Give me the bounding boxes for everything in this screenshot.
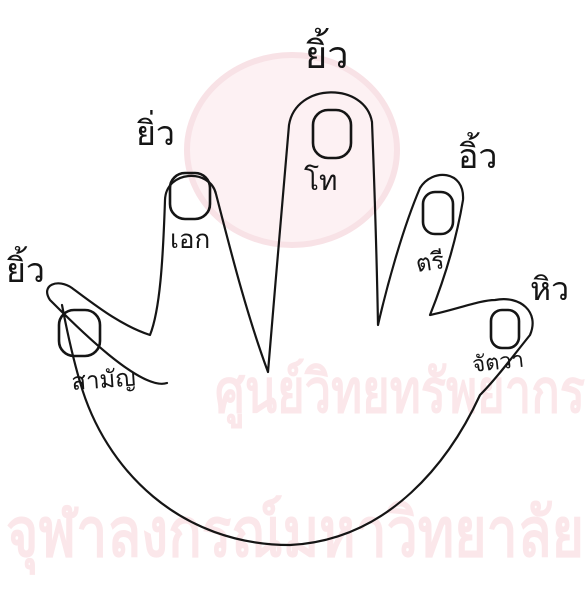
middle-tone-name: โท [304, 164, 338, 197]
middle-tone-label: ยิ้ว [305, 27, 349, 77]
index-tone-label: ยิ่ว [136, 110, 175, 154]
watermark-line-1: ศูนย์วิทยทรัพยากร [215, 357, 585, 429]
ring-nail [423, 192, 453, 234]
watermark: ศูนย์วิทยทรัพยากร จุฬาลงกรณ์มหาวิทยาลัย [6, 55, 585, 575]
watermark-seal [187, 55, 397, 245]
ring-tone-label: อิ้ว [458, 132, 498, 177]
little-nail [491, 310, 519, 348]
little-tone-label: หิว [530, 270, 569, 308]
ring-tone-name: ตรี [414, 246, 446, 278]
thumb-tone-label: ยิ้ว [6, 246, 45, 291]
watermark-line-2: จุฬาลงกรณ์มหาวิทยาลัย [6, 494, 584, 575]
thumb-tone-name: สามัญ [70, 364, 136, 396]
index-tone-name: เอก [170, 225, 210, 255]
